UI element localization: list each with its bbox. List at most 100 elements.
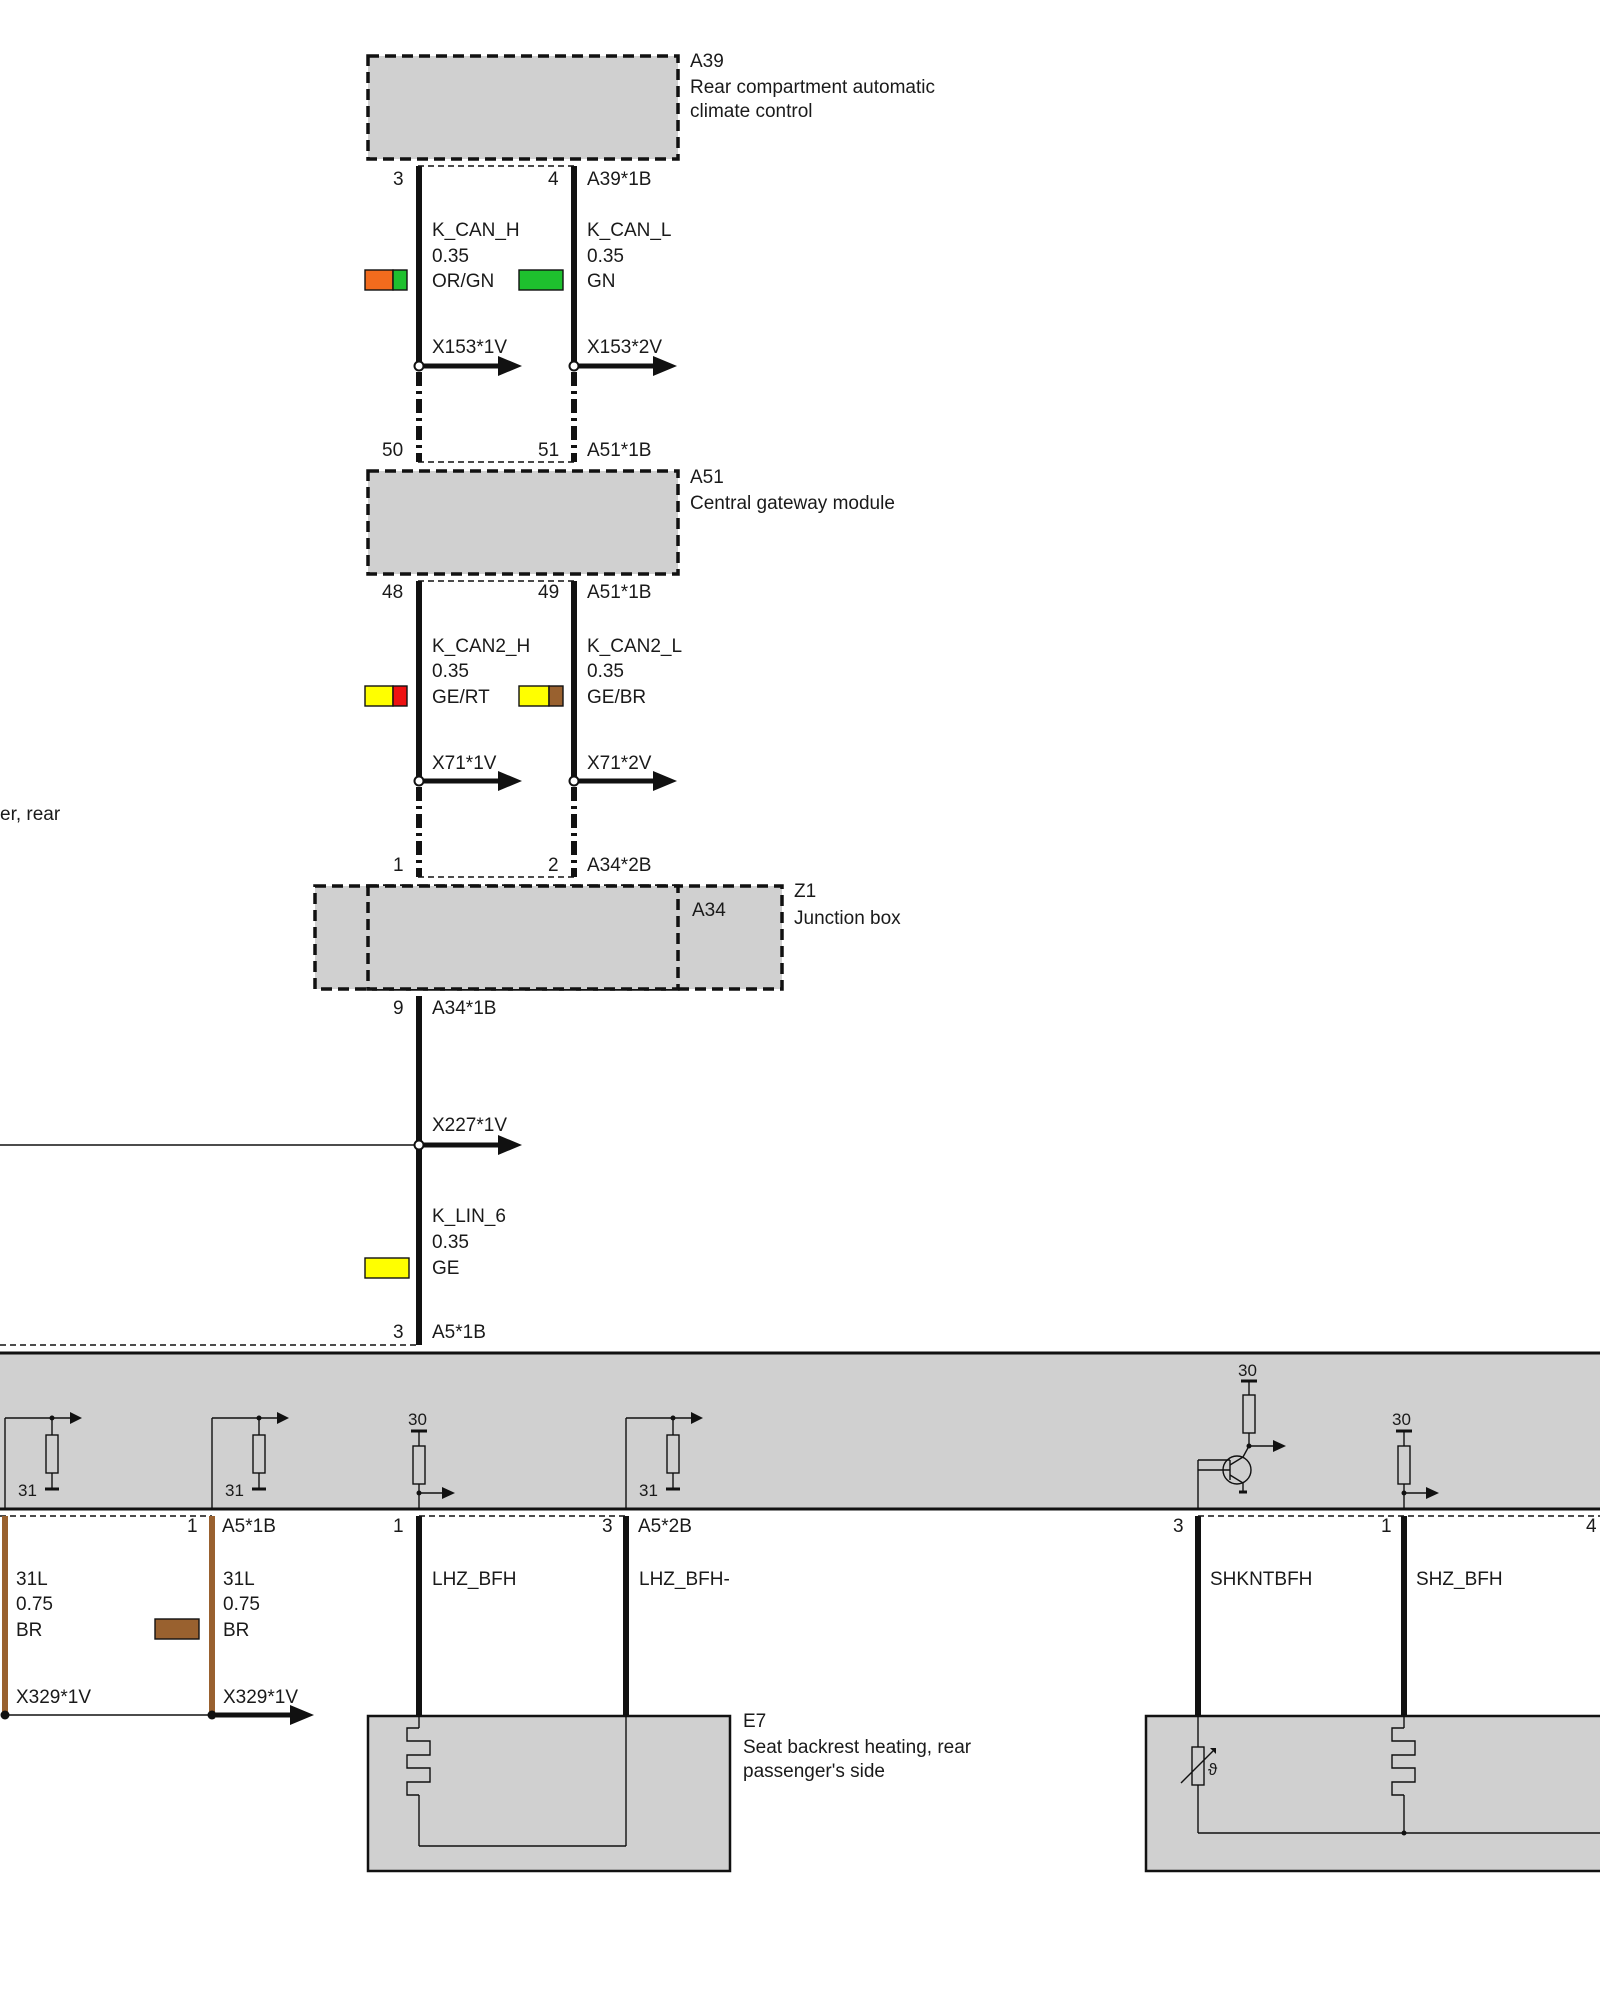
e7-id: E7 [743, 1711, 766, 1732]
a34-label: A34 [692, 900, 726, 921]
k-can2-h-signal: K_CAN2_H [432, 636, 530, 657]
a39-name-line1: Rear compartment automatic [690, 77, 935, 98]
31l-a-signal: 31L [16, 1569, 48, 1590]
k-can2-l-swatch-primary [518, 685, 550, 707]
internal-pulldown-1: 31 [4, 1412, 82, 1510]
k-lin-6-signal: K_LIN_6 [432, 1206, 506, 1227]
a51-name: Central gateway module [690, 493, 895, 514]
k-can-l-swatch [518, 269, 564, 291]
x71-1v-node [413, 775, 425, 787]
a5-pin-4-right: 4 [1586, 1516, 1597, 1537]
k-lin-6-swatch [364, 1257, 410, 1279]
seat-heating-element-right [1391, 1716, 1416, 1836]
a51-pin-51: 51 [538, 440, 559, 461]
e7-name-line2: passenger's side [743, 1761, 885, 1782]
k-can-h-size: 0.35 [432, 246, 469, 267]
k-can-h-signal: K_CAN_H [432, 220, 520, 241]
internal-30-label-2: 30 [1238, 1361, 1257, 1380]
x71-1v-arrow-head [498, 771, 522, 791]
31l-b-color: BR [223, 1620, 249, 1641]
internal-pullup-2: 30 [1392, 1410, 1439, 1510]
a51-pin-49: 49 [538, 582, 559, 603]
z1-name: Junction box [794, 908, 901, 929]
shkntbfh-signal: SHKNTBFH [1210, 1569, 1312, 1590]
a34-pin-1: 1 [393, 855, 404, 876]
a39-pin-4: 4 [548, 169, 559, 190]
k-lin-6-size: 0.35 [432, 1232, 469, 1253]
shz-bfh-signal: SHZ_BFH [1416, 1569, 1503, 1590]
x329-arrow-head [290, 1705, 314, 1725]
temperature-sensor-icon: ϑ [1180, 1716, 1600, 1834]
internal-31-label-1: 31 [18, 1481, 37, 1500]
k-can-l-color: GN [587, 271, 616, 292]
internal-pulldown-3: 31 [625, 1412, 703, 1510]
x153-1v-arrow-head [498, 356, 522, 376]
x329-1v-label-b: X329*1V [223, 1687, 298, 1708]
31l-b-signal: 31L [223, 1569, 255, 1590]
x227-1v-arrow-head [498, 1135, 522, 1155]
a39-id: A39 [690, 51, 724, 72]
lhz-bfh-signal: LHZ_BFH [432, 1569, 516, 1590]
a51-box [366, 469, 680, 576]
a34-box [366, 884, 680, 991]
31l-a-color: BR [16, 1620, 42, 1641]
k-can2-h-swatch-stripe [392, 685, 408, 707]
x153-2v-node [568, 360, 580, 372]
temp-symbol: ϑ [1208, 1760, 1218, 1779]
left-cut-label: er, rear [0, 804, 61, 825]
a34-connector-top: A34*2B [587, 855, 651, 876]
e7-heating-element [406, 1716, 627, 1847]
a39-name-line2: climate control [690, 101, 813, 122]
a5-pin-1-mid: 1 [393, 1516, 404, 1537]
k-can-l-signal: K_CAN_L [587, 220, 672, 241]
x329-node-b [207, 1710, 217, 1720]
a51-connector-bottom: A51*1B [587, 582, 651, 603]
a34-connector-bottom: A34*1B [432, 998, 496, 1019]
a5-connector-2b: A5*2B [638, 1516, 692, 1537]
31l-a-size: 0.75 [16, 1594, 53, 1615]
k-can-h-color: OR/GN [432, 271, 494, 292]
k-can-l-size: 0.35 [587, 246, 624, 267]
internal-30-label-1: 30 [408, 1410, 427, 1429]
e7-name-line1: Seat backrest heating, rear [743, 1737, 972, 1758]
a39-box [366, 54, 680, 161]
a5-pin-1-right: 1 [1381, 1516, 1392, 1537]
z1-id: Z1 [794, 881, 816, 902]
x153-2v-arrow-head [653, 356, 677, 376]
k-can2-h-size: 0.35 [432, 661, 469, 682]
internal-30-label-3: 30 [1392, 1410, 1411, 1429]
31l-b-size: 0.75 [223, 1594, 260, 1615]
x329-node-a [0, 1710, 10, 1720]
x153-2v-label: X153*2V [587, 337, 662, 358]
internal-pulldown-2: 31 [211, 1412, 289, 1510]
k-can-h-swatch-stripe [392, 269, 408, 291]
x153-1v-label: X153*1V [432, 337, 507, 358]
e7-box [366, 1714, 732, 1873]
k-lin-6-color: GE [432, 1258, 459, 1279]
internal-transistor-group: 30 [1197, 1361, 1286, 1510]
x71-2v-arrow-head [653, 771, 677, 791]
a5-connector-1b: A5*1B [222, 1516, 276, 1537]
a51-pin-50: 50 [382, 440, 403, 461]
x329-1v-label-a: X329*1V [16, 1687, 91, 1708]
x227-1v-label: X227*1V [432, 1115, 507, 1136]
internal-pullup-1: 30 [408, 1410, 455, 1510]
x71-2v-label: X71*2V [587, 753, 652, 774]
a39-connector: A39*1B [587, 169, 651, 190]
x71-2v-node [568, 775, 580, 787]
a5-pin-1-left: 1 [187, 1516, 198, 1537]
k-can-h-swatch-primary [364, 269, 394, 291]
a34-pin-9: 9 [393, 998, 404, 1019]
31l-swatch [154, 1618, 200, 1640]
internal-31-label-2: 31 [225, 1481, 244, 1500]
a51-pin-48: 48 [382, 582, 403, 603]
internal-31-label-3: 31 [639, 1481, 658, 1500]
a51-connector-top: A51*1B [587, 440, 651, 461]
k-can2-l-signal: K_CAN2_L [587, 636, 682, 657]
a51-id: A51 [690, 467, 724, 488]
k-can2-l-size: 0.35 [587, 661, 624, 682]
lhz-bfh-minus-signal: LHZ_BFH- [639, 1569, 730, 1590]
a34-pin-2: 2 [548, 855, 559, 876]
x71-1v-label: X71*1V [432, 753, 497, 774]
